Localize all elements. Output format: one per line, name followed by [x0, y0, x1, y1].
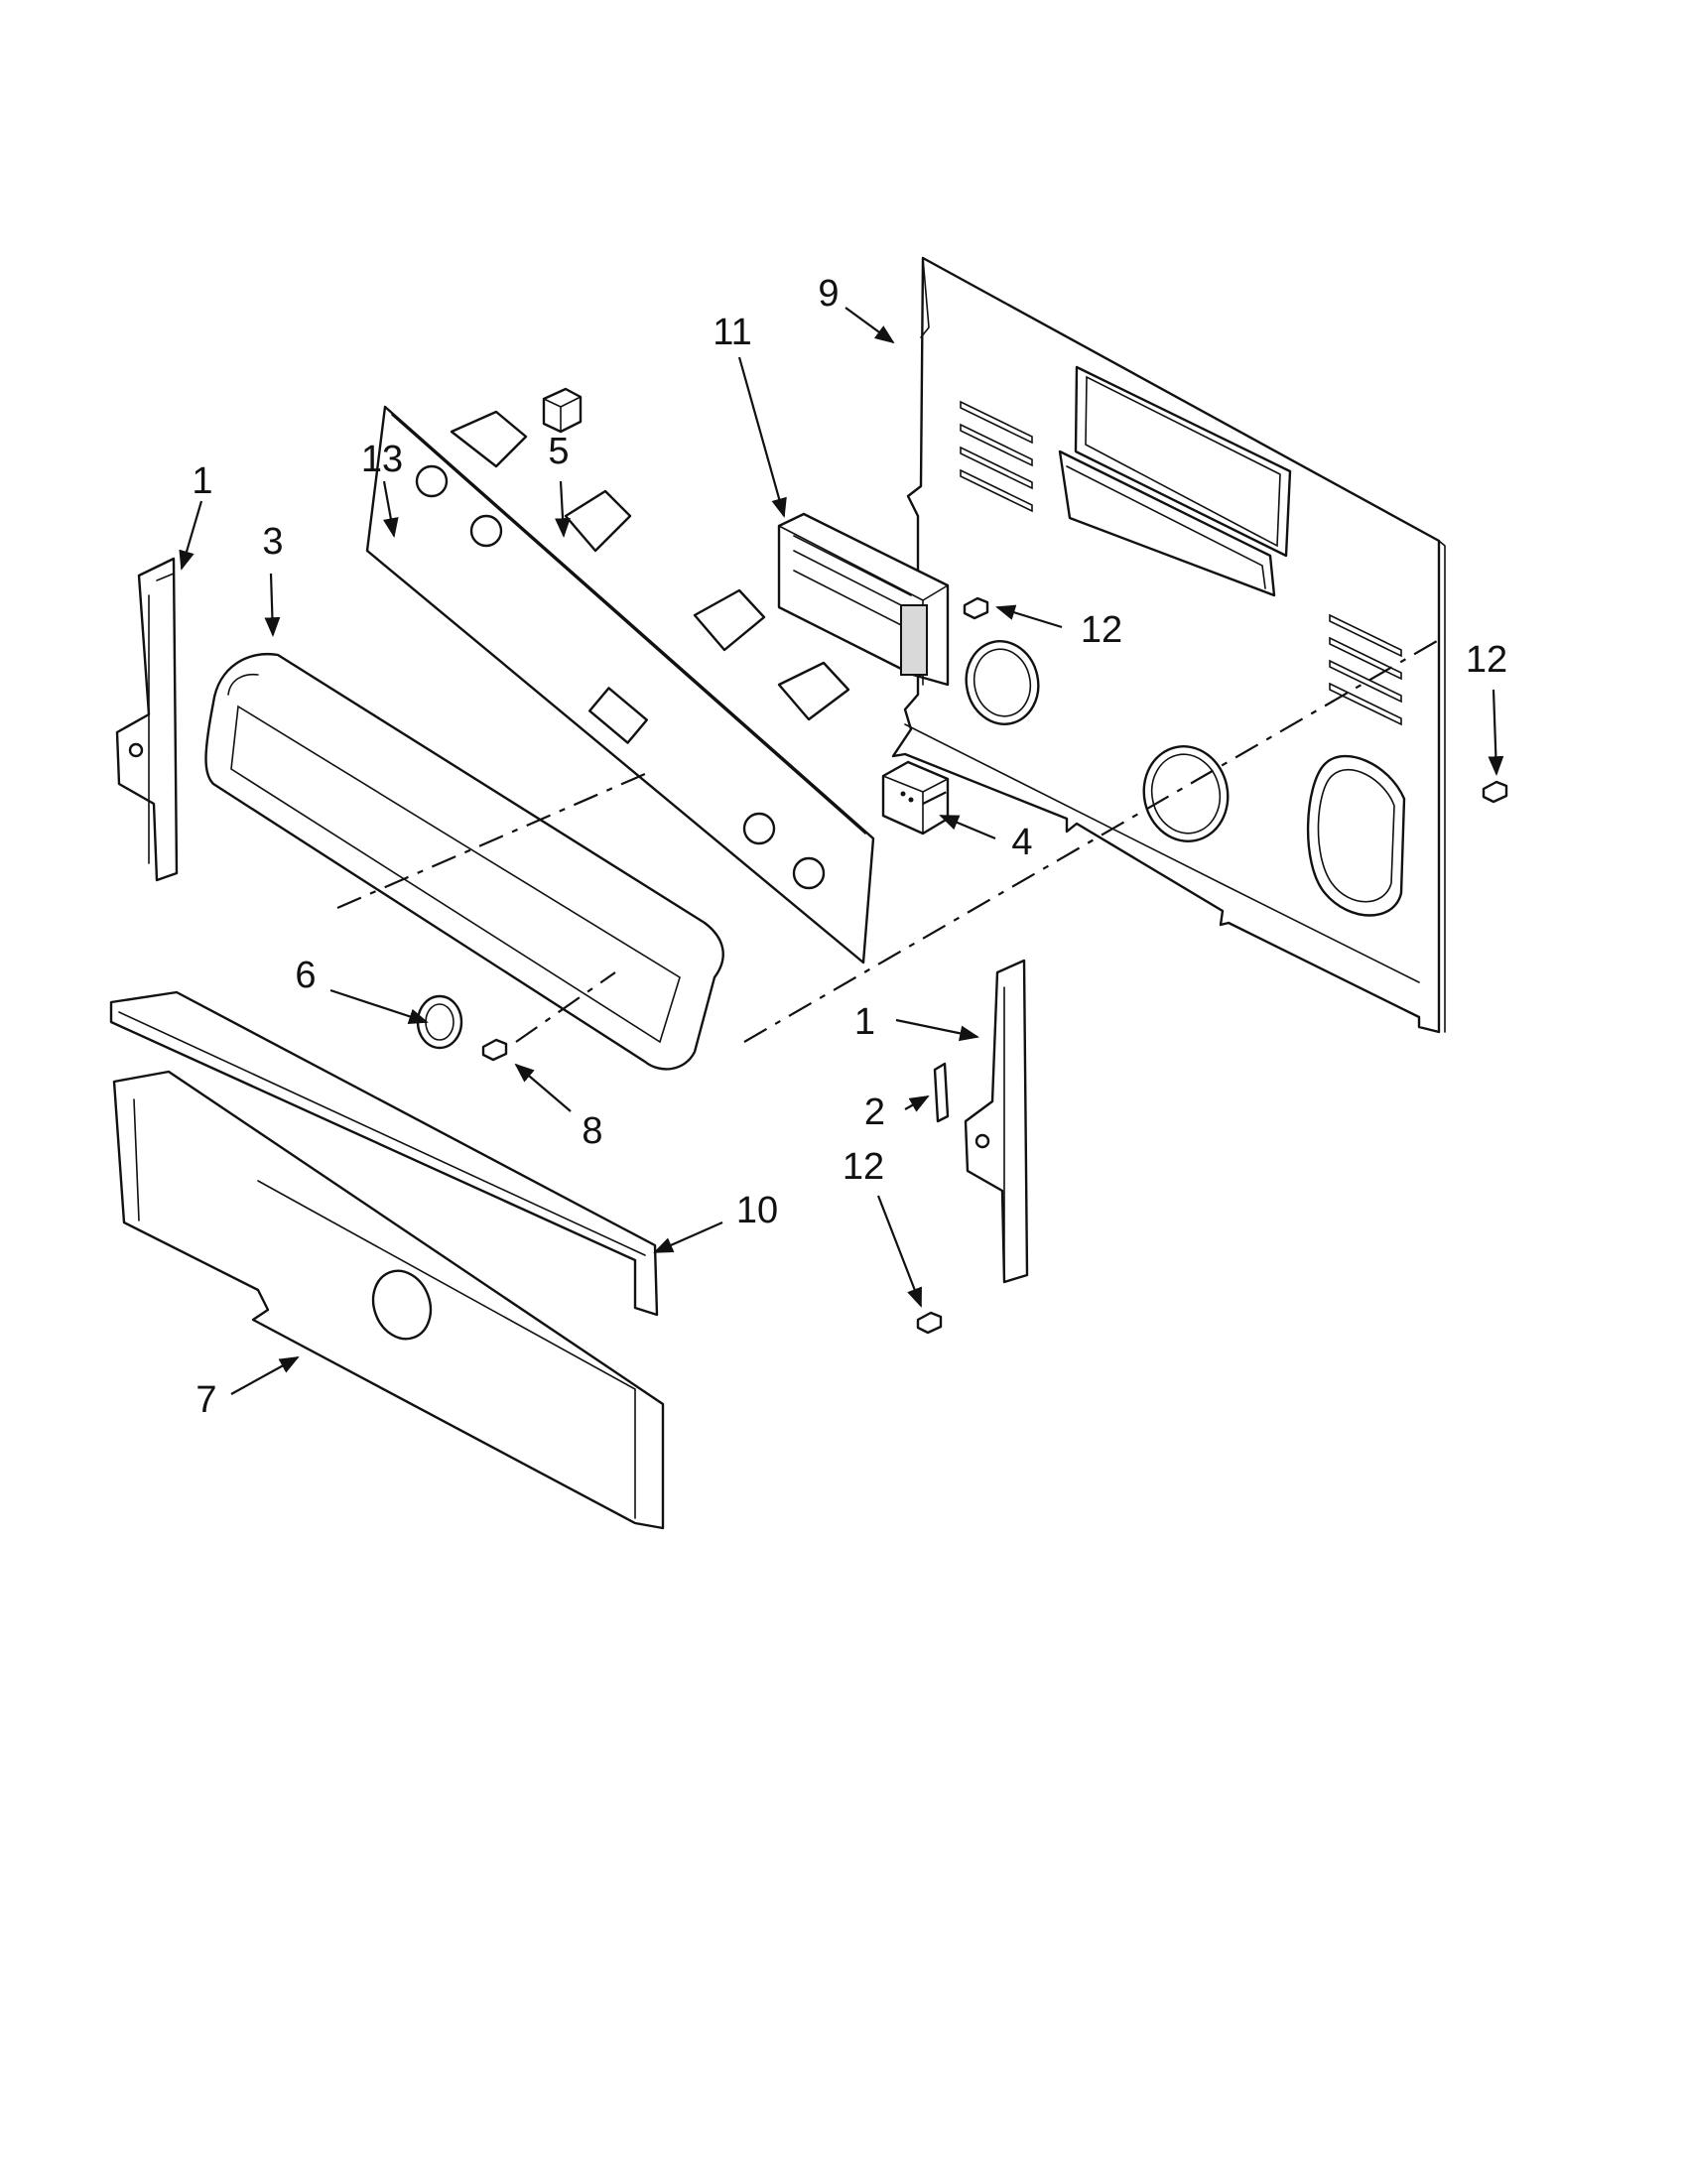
assembly-lines: [336, 640, 1438, 1043]
callout-1-right: 1: [854, 1001, 875, 1043]
side-bracket-right: [964, 959, 1029, 1284]
screw-12-upper: [963, 596, 989, 620]
callout-1-left: 1: [192, 460, 212, 502]
rear-panel: [891, 256, 1446, 1034]
relay-block: [881, 760, 950, 835]
callout-5: 5: [548, 431, 569, 472]
callout-12-upper: 12: [1081, 609, 1122, 651]
side-bracket-left: [115, 557, 179, 882]
electronic-control: [777, 512, 950, 687]
leader-lines: [179, 307, 1504, 1395]
lower-panel: [112, 1070, 665, 1530]
screw-12-right: [1482, 780, 1508, 804]
screw-12-lower: [916, 1311, 943, 1335]
callout-2: 2: [864, 1092, 885, 1133]
callout-7: 7: [195, 1379, 216, 1421]
callout-12-lower: 12: [843, 1146, 884, 1188]
vent-slots-lower: [1329, 613, 1402, 726]
console-backing-panel: [365, 405, 875, 964]
callout-12-right: 12: [1466, 639, 1507, 681]
callouts: 1 1 2 3 4 5 6 7 8 9 10 11 12 12 12 13: [192, 273, 1507, 1421]
callout-3: 3: [262, 521, 283, 563]
console-trim: [204, 652, 724, 1071]
callout-13: 13: [361, 439, 403, 480]
callout-11: 11: [713, 312, 751, 353]
lower-bracket: [109, 990, 659, 1317]
clip: [933, 1062, 950, 1123]
callout-4: 4: [1011, 822, 1032, 863]
screw-8: [481, 1038, 508, 1062]
callout-9: 9: [818, 273, 839, 315]
callout-10: 10: [736, 1190, 778, 1231]
callout-6: 6: [295, 955, 316, 996]
vent-slots-upper: [960, 400, 1033, 513]
callout-8: 8: [582, 1110, 602, 1152]
switch: [542, 387, 583, 434]
